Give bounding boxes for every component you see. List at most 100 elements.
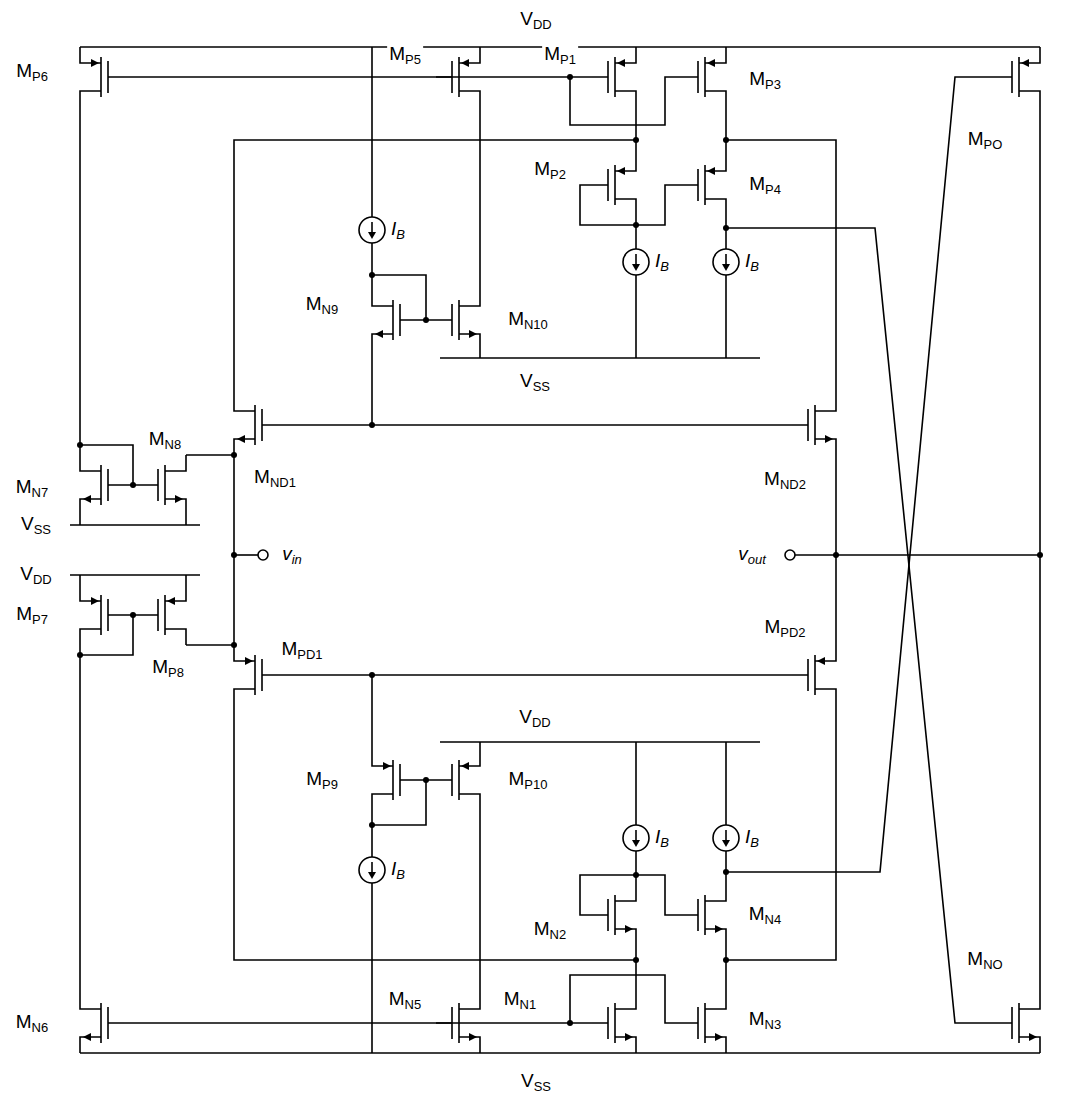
circuit-label: MN1 bbox=[502, 989, 538, 1011]
circuit-label: IB bbox=[389, 859, 407, 881]
label-subscript: B bbox=[660, 835, 669, 850]
label-main: v bbox=[282, 543, 292, 564]
circuit-label: MN6 bbox=[14, 1012, 50, 1034]
label-subscript: P2 bbox=[550, 167, 566, 182]
label-main: V bbox=[20, 563, 33, 584]
label-main: M bbox=[281, 638, 297, 659]
label-main: M bbox=[306, 768, 322, 789]
label-subscript: PO bbox=[984, 137, 1003, 152]
label-subscript: SS bbox=[34, 522, 51, 537]
label-main: M bbox=[389, 43, 405, 64]
label-main: M bbox=[968, 128, 984, 149]
label-main: M bbox=[16, 603, 32, 624]
label-subscript: in bbox=[292, 552, 302, 567]
circuit-label: IB bbox=[653, 827, 671, 849]
label-main: I bbox=[391, 858, 396, 879]
label-main: V bbox=[521, 1070, 534, 1091]
label-main: V bbox=[520, 370, 533, 391]
label-main: M bbox=[534, 918, 550, 939]
circuit-label: VSS bbox=[518, 371, 552, 393]
label-main: M bbox=[16, 1011, 32, 1032]
label-main: M bbox=[306, 293, 322, 314]
label-main: M bbox=[504, 988, 520, 1009]
label-main: I bbox=[745, 826, 750, 847]
label-subscript: SS bbox=[533, 379, 550, 394]
label-main: M bbox=[749, 173, 765, 194]
label-subscript: P10 bbox=[524, 777, 547, 792]
circuit-label: VDD bbox=[18, 564, 53, 586]
label-subscript: N4 bbox=[765, 912, 782, 927]
label-main: M bbox=[764, 468, 780, 489]
circuit-label: MPD2 bbox=[762, 617, 807, 639]
circuit-label: MN3 bbox=[747, 1009, 783, 1031]
label-main: M bbox=[254, 466, 270, 487]
label-subscript: B bbox=[750, 259, 759, 274]
wires bbox=[70, 47, 1040, 1053]
label-subscript: N1 bbox=[520, 997, 537, 1012]
circuit-label: MP6 bbox=[14, 61, 50, 83]
label-subscript: P3 bbox=[765, 77, 781, 92]
label-main: I bbox=[745, 250, 750, 271]
label-subscript: ND2 bbox=[780, 477, 806, 492]
label-subscript: ND1 bbox=[270, 475, 296, 490]
label-main: M bbox=[749, 68, 765, 89]
circuit-label: MPD1 bbox=[279, 639, 324, 661]
circuit-label: IB bbox=[389, 219, 407, 241]
circuit-label: VDD bbox=[518, 9, 553, 31]
label-main: I bbox=[655, 250, 660, 271]
label-subscript: DD bbox=[33, 572, 52, 587]
label-subscript: B bbox=[750, 835, 759, 850]
circuit-label: VSS bbox=[19, 514, 53, 536]
label-subscript: out bbox=[748, 552, 766, 567]
circuit-label: MP8 bbox=[150, 657, 186, 679]
label-subscript: NO bbox=[983, 957, 1003, 972]
circuit-label: MP9 bbox=[304, 769, 340, 791]
circuit-label: IB bbox=[653, 251, 671, 273]
circuit-label: MN8 bbox=[147, 429, 183, 451]
label-subscript: N3 bbox=[765, 1017, 782, 1032]
label-subscript: PD1 bbox=[297, 647, 322, 662]
label-main: M bbox=[967, 948, 983, 969]
label-main: v bbox=[738, 543, 748, 564]
circuit-label: VDD bbox=[517, 707, 552, 729]
circuit-label: vin bbox=[280, 544, 304, 566]
label-main: M bbox=[544, 43, 560, 64]
circuit-label: MND1 bbox=[252, 467, 298, 489]
label-main: V bbox=[520, 8, 533, 29]
label-main: M bbox=[509, 768, 525, 789]
circuit-label: MN5 bbox=[387, 989, 423, 1011]
label-subscript: P8 bbox=[168, 665, 184, 680]
label-main: M bbox=[389, 988, 405, 1009]
circuit-label: MP10 bbox=[507, 769, 550, 791]
circuit-label: MND2 bbox=[762, 469, 808, 491]
label-subscript: N8 bbox=[165, 437, 182, 452]
label-subscript: N2 bbox=[550, 927, 567, 942]
circuit-label: MP5 bbox=[387, 44, 423, 66]
circuit-label: MN10 bbox=[506, 309, 550, 331]
circuit-label: MP3 bbox=[747, 69, 783, 91]
circuit-label: MN2 bbox=[532, 919, 568, 941]
junction-dots bbox=[77, 74, 1043, 1026]
circuit-label: MP2 bbox=[532, 159, 568, 181]
label-subscript: B bbox=[396, 227, 405, 242]
label-main: M bbox=[534, 158, 550, 179]
label-subscript: PD2 bbox=[780, 625, 805, 640]
label-main: I bbox=[655, 826, 660, 847]
label-subscript: P9 bbox=[322, 777, 338, 792]
label-main: M bbox=[764, 616, 780, 637]
label-main: M bbox=[16, 476, 32, 497]
circuit-label: MN9 bbox=[304, 294, 340, 316]
label-subscript: N6 bbox=[32, 1020, 49, 1035]
label-subscript: P5 bbox=[405, 52, 421, 67]
circuit-label: MN4 bbox=[747, 904, 783, 926]
label-subscript: N9 bbox=[322, 302, 339, 317]
label-subscript: P6 bbox=[32, 69, 48, 84]
label-main: M bbox=[508, 308, 524, 329]
transistors bbox=[80, 47, 1040, 1053]
label-main: I bbox=[391, 218, 396, 239]
current-sources bbox=[359, 217, 739, 883]
label-subscript: P4 bbox=[765, 182, 781, 197]
circuit-label: VSS bbox=[519, 1071, 553, 1093]
label-subscript: SS bbox=[534, 1079, 551, 1094]
circuit-label: MP7 bbox=[14, 604, 50, 626]
